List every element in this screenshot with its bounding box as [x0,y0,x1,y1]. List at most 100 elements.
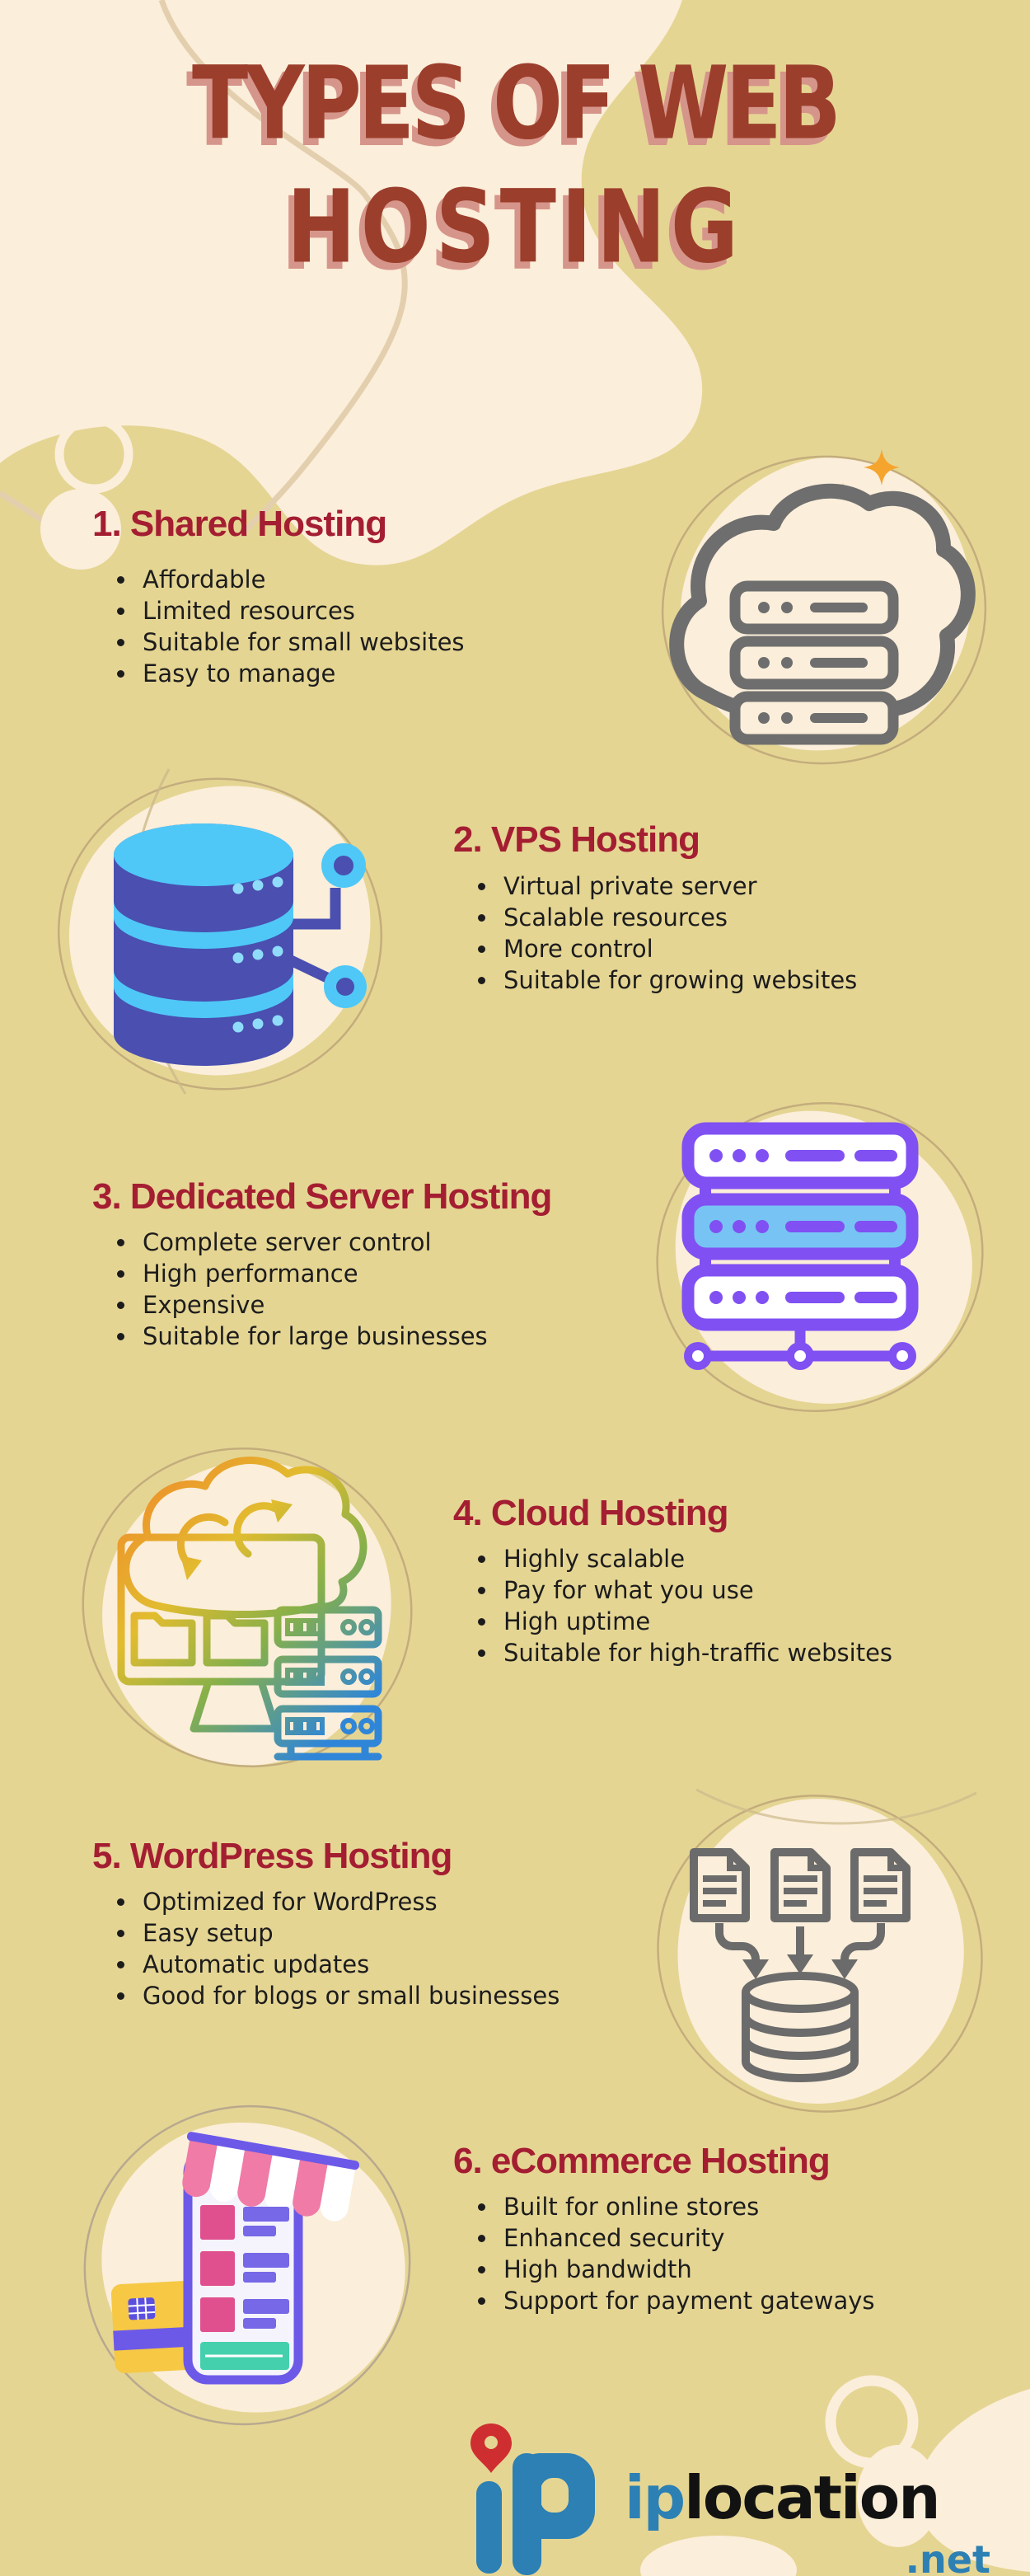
bullet-text: Suitable for high-traffic websites [503,1639,893,1667]
bullet-item: Suitable for high-traffic websites [478,1640,892,1665]
bullet-text: High performance [143,1260,358,1288]
ring-outline-left [54,415,133,494]
bullet-item: More control [478,936,857,961]
bullet-text: Complete server control [143,1228,432,1256]
bullet-item: Scalable resources [478,905,857,930]
bullet-text: Suitable for small websites [143,628,465,656]
section-heading-dedicated-hosting: 3. Dedicated Server Hosting [92,1176,552,1217]
section-heading-cloud-hosting: 4. Cloud Hosting [453,1493,729,1533]
bullet-dot [117,1332,124,1340]
bullet-item: Suitable for small websites [117,630,465,655]
iplocation-logo: iplocation .net [460,2420,995,2576]
bullet-text: Scalable resources [503,903,728,931]
bullet-text: Easy setup [143,1919,274,1947]
section-bullets-ecommerce-hosting: Built for online stores Enhanced securit… [478,2194,875,2313]
bullet-dot [117,1960,124,1968]
bullet-item: High bandwidth [478,2257,875,2282]
section-heading-wordpress-hosting: 5. WordPress Hosting [92,1836,452,1876]
cloud-server-icon [655,441,993,775]
section-heading-ecommerce-hosting: 6. eCommerce Hosting [453,2141,831,2181]
bullet-dot [117,1992,124,2000]
section-bullets-shared-hosting: Affordable Limited resources Suitable fo… [117,567,465,686]
bullet-item: Easy setup [117,1921,559,1945]
bullet-dot [478,2265,485,2273]
bullet-text: Virtual private server [503,872,757,900]
bullet-dot [117,638,124,646]
ip-monogram [471,2424,595,2575]
bullet-item: Highly scalable [478,1546,892,1571]
bullet-text: Affordable [143,565,266,594]
bullet-dot [117,1301,124,1309]
page-title-line1: TYPES OF WEB [191,45,841,162]
bullet-dot [117,575,124,584]
bullet-dot [478,2297,485,2305]
logo-tld-text: .net [905,2537,990,2576]
bullet-text: Limited resources [143,597,355,625]
awning [182,2132,360,2222]
bullet-item: High uptime [478,1609,892,1634]
section-heading-shared-hosting: 1. Shared Hosting [92,504,387,544]
bullet-dot [117,607,124,615]
section-bullets-dedicated-hosting: Complete server control High performance… [117,1230,488,1349]
bullet-dot [478,945,485,953]
logo-location-text: location [684,2463,940,2532]
bullet-item: Suitable for growing websites [478,968,857,992]
bullet-item: Pay for what you use [478,1578,892,1602]
bullet-text: Good for blogs or small businesses [143,1982,560,2010]
bullet-text: Suitable for growing websites [503,966,858,994]
bullet-dot [478,2203,485,2211]
bullet-text: Automatic updates [143,1950,370,1978]
bullet-dot [117,1929,124,1937]
section-bullets-wordpress-hosting: Optimized for WordPress Easy setup Autom… [117,1889,559,2008]
section-heading-vps-hosting: 2. VPS Hosting [453,819,700,860]
bullet-dot [117,1898,124,1906]
bullet-item: Virtual private server [478,874,857,899]
bullet-text: High uptime [503,1607,651,1635]
bullet-text: Optimized for WordPress [143,1888,438,1916]
bullet-text: Highly scalable [503,1545,686,1573]
bullet-text: High bandwidth [503,2255,692,2283]
bullet-item: Automatic updates [117,1952,559,1977]
bullet-dot [478,976,485,984]
bullet-dot [117,1238,124,1246]
bullet-item: Support for payment gateways [478,2288,875,2313]
bullet-text: Easy to manage [143,659,336,687]
bullet-dot [117,1269,124,1278]
bullet-dot [478,1555,485,1563]
database-circuit-icon [45,762,391,1105]
server-rack-nodes-icon [647,1092,993,1426]
bullet-item: Enhanced security [478,2226,875,2250]
bullet-text: Pay for what you use [503,1576,754,1604]
bullet-dot [478,2234,485,2242]
bottom-right-wave [917,2389,1030,2572]
bullet-text: More control [503,935,653,963]
bullet-item: Built for online stores [478,2194,875,2219]
bullet-item: Easy to manage [117,661,465,686]
bullet-dot [478,913,485,922]
section-bullets-cloud-hosting: Highly scalable Pay for what you use Hig… [478,1546,892,1665]
logo-ip-text: ip [625,2463,686,2532]
documents-to-database-icon [647,1785,993,2127]
bullet-dot [478,1649,485,1657]
page-title-line2: HOSTING [287,168,743,286]
bullet-text: Built for online stores [503,2193,760,2221]
bullet-dot [478,1586,485,1594]
bullet-dot [478,1617,485,1626]
bullet-item: Complete server control [117,1230,488,1255]
cloud-computing-monitor-icon [70,1430,424,1789]
bullet-text: Suitable for large businesses [143,1322,488,1350]
section-bullets-vps-hosting: Virtual private server Scalable resource… [478,874,857,992]
top-wavy-line [158,0,408,537]
filled-blob-bottom-right [857,2445,939,2547]
mobile-storefront-icon [70,2090,424,2448]
bullet-item: Good for blogs or small businesses [117,1983,559,2008]
bullet-text: Expensive [143,1291,265,1319]
bottom-center-blob [640,2536,797,2576]
bullet-text: Enhanced security [503,2224,725,2252]
bullet-item: Optimized for WordPress [117,1889,559,1914]
bullet-item: High performance [117,1261,488,1286]
filled-circle-left [40,489,121,570]
bullet-item: Expensive [117,1293,488,1317]
